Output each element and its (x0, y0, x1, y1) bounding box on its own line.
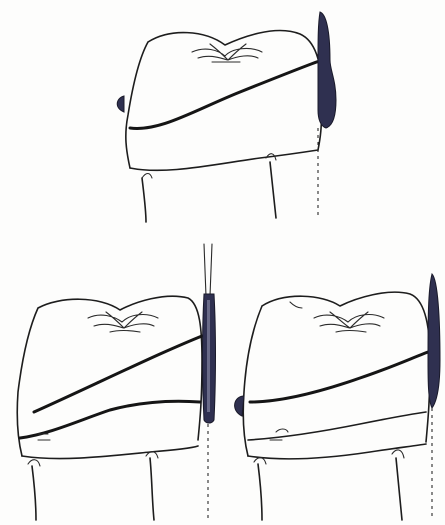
bottom-right-matrix-band (428, 274, 440, 408)
bottom-right-margin-line (250, 352, 428, 402)
bottom-left-root-right (150, 458, 154, 520)
top-tooth-wedge-left (117, 96, 124, 112)
bottom-left-occlusal-fissure (88, 312, 158, 332)
bottom-right-root-left (258, 464, 262, 520)
bottom-left-root-left (32, 466, 36, 520)
top-tooth-matrix-band (318, 12, 336, 128)
top-tooth-panel (117, 12, 336, 222)
bottom-left-furcation-left (28, 460, 40, 466)
bottom-right-lower-margin (248, 412, 426, 440)
bottom-left-tooth-panel (17, 244, 215, 520)
bottom-left-retainer-highlight (207, 300, 210, 412)
top-tooth-occlusal-fissure (192, 44, 262, 62)
bottom-left-cervical-contour (22, 446, 198, 459)
top-tooth-root-left (142, 178, 146, 222)
bottom-right-cervical-contour (248, 444, 426, 459)
bottom-right-wedge-left (235, 396, 244, 416)
top-tooth-margin-line (130, 60, 322, 128)
bottom-right-occlusal-fissure (290, 302, 384, 332)
bottom-right-tooth-panel (235, 274, 440, 520)
top-tooth-furcation-left (142, 174, 152, 179)
top-tooth-cervical-contour (130, 150, 318, 170)
top-tooth-root-right (270, 162, 276, 218)
bottom-right-furcation-right (392, 450, 404, 458)
bottom-left-retainer-pin-right (210, 244, 212, 296)
bottom-right-root-right (396, 458, 402, 520)
bottom-left-retainer-pin-left (204, 244, 206, 296)
